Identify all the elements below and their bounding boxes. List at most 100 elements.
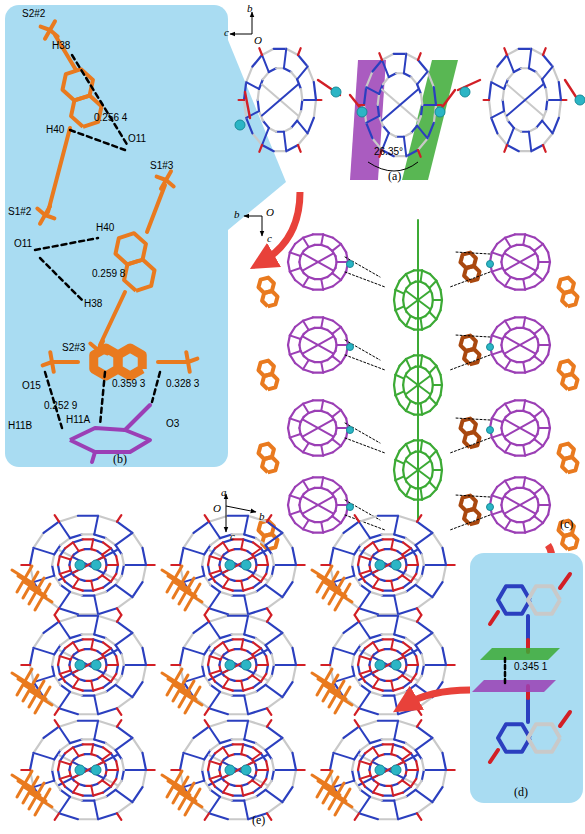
bond: [303, 234, 313, 237]
bond: [360, 548, 365, 556]
bond: [111, 548, 116, 556]
bond: [323, 234, 333, 237]
bond: [288, 428, 290, 438]
bond: [116, 656, 118, 665]
bond: [256, 585, 266, 592]
bond: [403, 747, 411, 753]
bond: [341, 487, 346, 495]
bond: [536, 72, 542, 79]
bond: [394, 721, 398, 740]
bond: [244, 739, 256, 743]
bond: [548, 335, 550, 345]
bond: [233, 690, 243, 692]
bond: [65, 542, 73, 548]
bond: [373, 588, 383, 591]
bond: [525, 286, 535, 289]
bond: [243, 588, 253, 591]
bond: [360, 779, 365, 787]
bond: [52, 362, 54, 372]
bond: [91, 786, 93, 796]
bond: [403, 787, 411, 793]
bond: [252, 133, 262, 145]
bond: [404, 73, 411, 77]
bond: [100, 372, 105, 425]
bond: [223, 639, 233, 642]
bond: [543, 327, 548, 335]
ring: [258, 361, 273, 376]
bond: [180, 548, 183, 565]
bond: [73, 557, 103, 573]
bond: [396, 136, 404, 138]
bond: [406, 270, 414, 274]
metal-ion: [225, 660, 235, 670]
bond: [504, 658, 507, 684]
bond: [293, 665, 296, 682]
bond: [267, 515, 271, 521]
bond: [418, 53, 421, 60]
bond: [395, 395, 399, 404]
bond: [70, 534, 82, 538]
bond: [259, 145, 262, 152]
bond: [335, 422, 336, 428]
bond: [314, 82, 316, 100]
bond: [83, 538, 93, 540]
bond: [515, 454, 525, 456]
bond: [209, 650, 267, 680]
bond: [70, 692, 82, 696]
bond: [267, 615, 271, 621]
bond: [122, 770, 124, 781]
bond: [360, 743, 370, 750]
bond: [341, 327, 346, 335]
bond: [35, 687, 50, 713]
bond: [209, 622, 220, 638]
bond: [290, 515, 295, 523]
bond: [183, 738, 193, 753]
bond: [290, 244, 295, 252]
bond: [382, 89, 418, 120]
bond: [91, 744, 93, 754]
bond: [335, 499, 336, 505]
bond: [400, 319, 406, 326]
bond: [333, 321, 341, 327]
bond: [303, 520, 309, 529]
bond: [346, 418, 348, 428]
bond: [288, 345, 290, 355]
bond: [223, 688, 233, 691]
bond: [210, 671, 221, 674]
bond: [194, 522, 209, 533]
bond: [209, 522, 220, 538]
bond: [432, 582, 442, 597]
bond: [400, 274, 406, 281]
bond: [418, 60, 428, 72]
bond: [406, 326, 414, 330]
bond: [78, 720, 98, 722]
bond: [436, 366, 440, 375]
bond: [210, 776, 221, 779]
bond: [94, 616, 98, 635]
bond: [539, 427, 550, 429]
bond: [286, 145, 298, 151]
bond: [364, 87, 366, 105]
bond: [146, 769, 155, 771]
bond: [116, 761, 118, 770]
bond: [208, 656, 210, 665]
bond: [272, 665, 274, 676]
bond: [359, 650, 417, 680]
bond: [244, 616, 248, 635]
bond: [352, 759, 354, 770]
bond: [359, 616, 378, 622]
bond: [48, 128, 70, 212]
atom-label: O11: [14, 238, 32, 249]
bond: [404, 133, 411, 137]
bond: [335, 339, 336, 345]
bond: [21, 564, 30, 566]
bond: [244, 534, 256, 538]
bond: [394, 53, 407, 55]
bond: [360, 656, 371, 659]
bond: [523, 234, 525, 244]
bond: [284, 68, 291, 72]
bond: [202, 654, 204, 665]
bond: [202, 554, 204, 565]
bond: [183, 648, 204, 654]
bond: [525, 529, 535, 532]
